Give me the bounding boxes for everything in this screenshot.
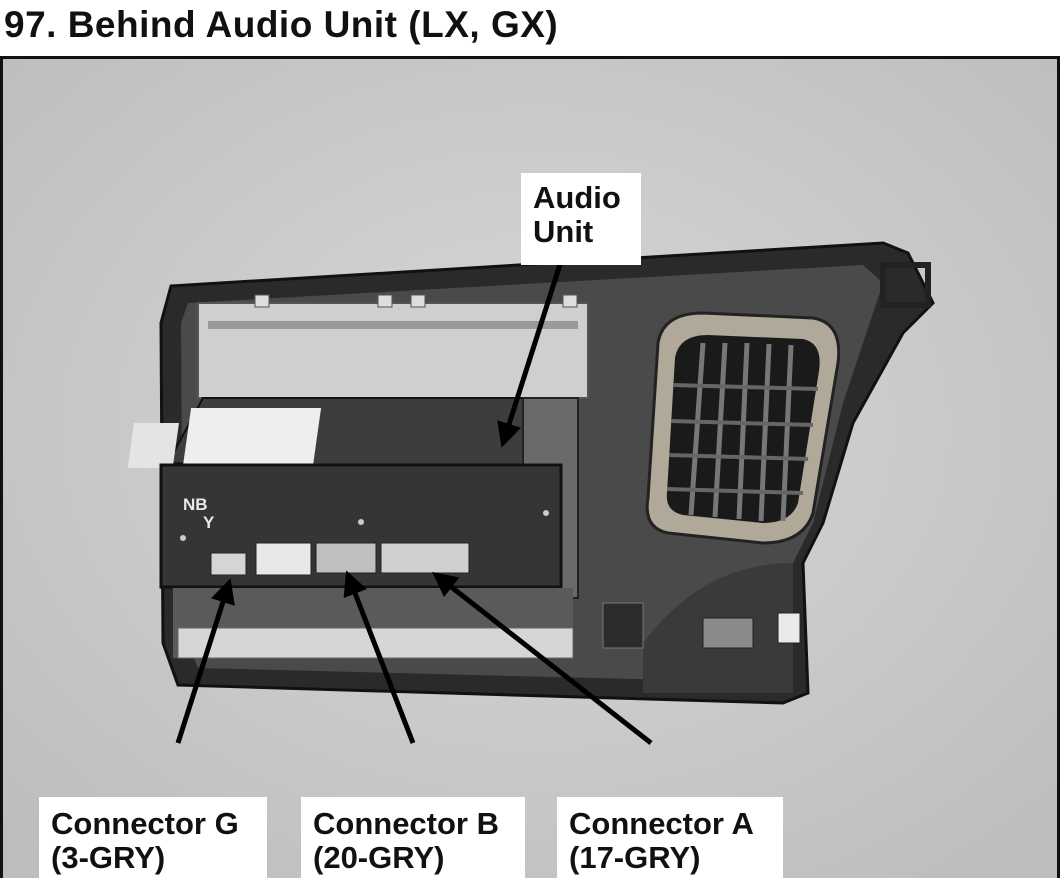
callout-audio-unit: Audio Unit (521, 173, 641, 265)
air-vent (645, 311, 841, 545)
unit-marking-nb: NB (183, 495, 208, 514)
mounting-bracket (197, 294, 589, 399)
callout-connector-a-line2: (17-GRY) (569, 840, 701, 875)
unit-marking-y: Y (203, 513, 215, 532)
callout-connector-a-line1: Connector A (569, 806, 754, 841)
figure-title: 97. Behind Audio Unit (LX, GX) (4, 4, 559, 45)
arrow-connector-b (343, 570, 416, 744)
audio-unit-body: NB Y (127, 397, 579, 659)
callout-audio-unit-line2: Unit (533, 214, 594, 249)
callout-connector-g-line2: (3-GRY) (51, 840, 166, 875)
arrow-connector-a (432, 571, 653, 745)
callout-connector-g: Connector G (3-GRY) (39, 797, 267, 878)
callout-connector-b-line1: Connector B (313, 806, 499, 841)
component-photo: NB Y (0, 56, 1060, 878)
callout-connector-b-line2: (20-GRY) (313, 840, 445, 875)
callout-audio-unit-line1: Audio (533, 180, 621, 215)
arrow-connector-g (175, 578, 235, 744)
callout-connector-a: Connector A (17-GRY) (557, 797, 783, 878)
callout-connector-g-line1: Connector G (51, 806, 239, 841)
lower-bracket (602, 262, 931, 693)
callout-connector-b: Connector B (20-GRY) (301, 797, 525, 878)
